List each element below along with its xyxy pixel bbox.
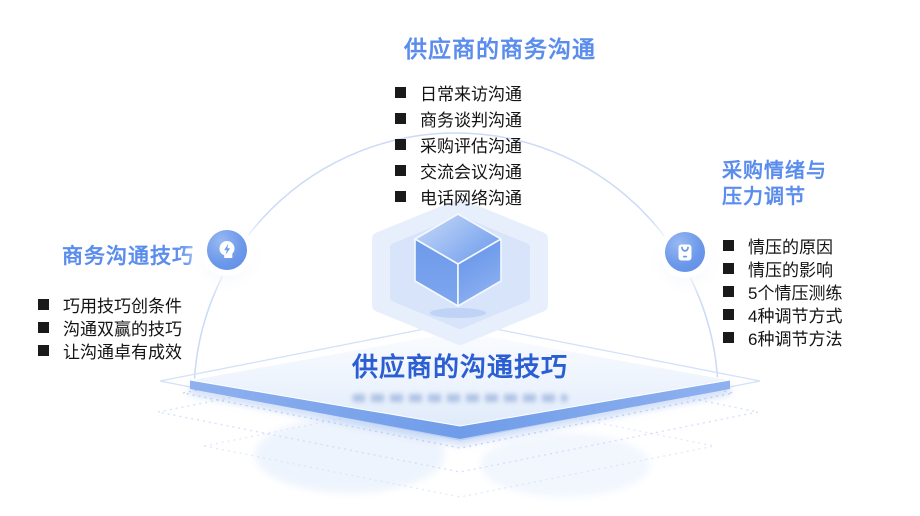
right-node-circle (665, 232, 705, 272)
glow-blob (255, 417, 445, 493)
list-item: 巧用技巧创条件 (38, 293, 182, 316)
list-item: 沟通双赢的技巧 (38, 316, 182, 339)
platform-band (190, 380, 730, 439)
platform-title: 供应商的沟通技巧 (351, 352, 568, 382)
bullet-square-icon (395, 164, 406, 176)
right-title-line1: 采购情绪与 (722, 160, 827, 182)
list-item-label: 巧用技巧创条件 (63, 297, 182, 316)
list-item-label: 情压的影响 (748, 261, 833, 280)
list-item-label: 沟通双赢的技巧 (63, 320, 182, 339)
blurred-subtitle-text (352, 394, 568, 402)
list-item-label: 日常来访沟通 (420, 84, 522, 104)
glow-blob (480, 433, 650, 497)
right-section-title: 采购情绪与 压力调节 (722, 158, 827, 210)
bullet-square-icon (723, 240, 734, 251)
bullet-square-icon (395, 190, 406, 202)
bag-body (678, 244, 692, 261)
list-item-label: 5个情压测练 (748, 284, 843, 303)
list-item-label: 商务谈判沟通 (420, 110, 522, 130)
left-node-circle (207, 230, 247, 270)
bullet-square-icon (38, 345, 49, 356)
bag-handle (681, 246, 689, 252)
bullet-square-icon (395, 138, 406, 150)
cube-icon (414, 213, 502, 307)
connector-arc (193, 132, 719, 384)
list-item: 交流会议沟通 (395, 157, 522, 183)
lightning-bolt (224, 243, 231, 255)
head-lightning-icon (219, 241, 235, 258)
list-item: 6种调节方法 (723, 326, 842, 349)
left-section-list: 巧用技巧创条件 沟通双赢的技巧 让沟通卓有成效 (38, 293, 182, 362)
bullet-square-icon (723, 263, 734, 274)
right-title-line2: 压力调节 (722, 186, 806, 208)
list-item: 4种调节方式 (723, 303, 842, 326)
list-item: 情压的影响 (723, 257, 842, 280)
bullet-square-icon (38, 299, 49, 310)
right-section-list: 情压的原因 情压的影响 5个情压测练 4种调节方式 6种调节方法 (723, 234, 842, 349)
list-item: 情压的原因 (723, 234, 842, 257)
list-item-label: 6种调节方法 (748, 330, 843, 349)
cube-right-face (457, 238, 502, 307)
list-item: 让沟通卓有成效 (38, 339, 182, 362)
bullet-square-icon (395, 112, 406, 124)
bullet-square-icon (723, 332, 734, 343)
shopping-bag-icon (678, 244, 692, 261)
list-item: 商务谈判沟通 (395, 105, 522, 131)
top-section-title: 供应商的商务沟通 (404, 36, 596, 62)
platform-surface (189, 330, 731, 427)
list-item-label: 采购评估沟通 (420, 136, 522, 156)
list-item: 日常来访沟通 (395, 79, 522, 105)
bullet-square-icon (395, 86, 406, 98)
bullet-square-icon (723, 286, 734, 297)
list-item-label: 情压的原因 (748, 238, 833, 257)
cube-shadow (430, 308, 486, 318)
top-section-list: 日常来访沟通 商务谈判沟通 采购评估沟通 交流会议沟通 电话网络沟通 (395, 79, 522, 209)
list-item-label: 电话网络沟通 (420, 188, 522, 208)
bullet-square-icon (38, 322, 49, 333)
list-item: 采购评估沟通 (395, 131, 522, 157)
list-item-label: 4种调节方式 (748, 307, 843, 326)
bullet-square-icon (723, 309, 734, 320)
left-section-title: 商务沟通技巧 (62, 245, 194, 268)
list-item: 电话网络沟通 (395, 183, 522, 209)
list-item-label: 交流会议沟通 (420, 162, 522, 182)
list-item-label: 让沟通卓有成效 (63, 343, 182, 362)
list-item: 5个情压测练 (723, 280, 842, 303)
